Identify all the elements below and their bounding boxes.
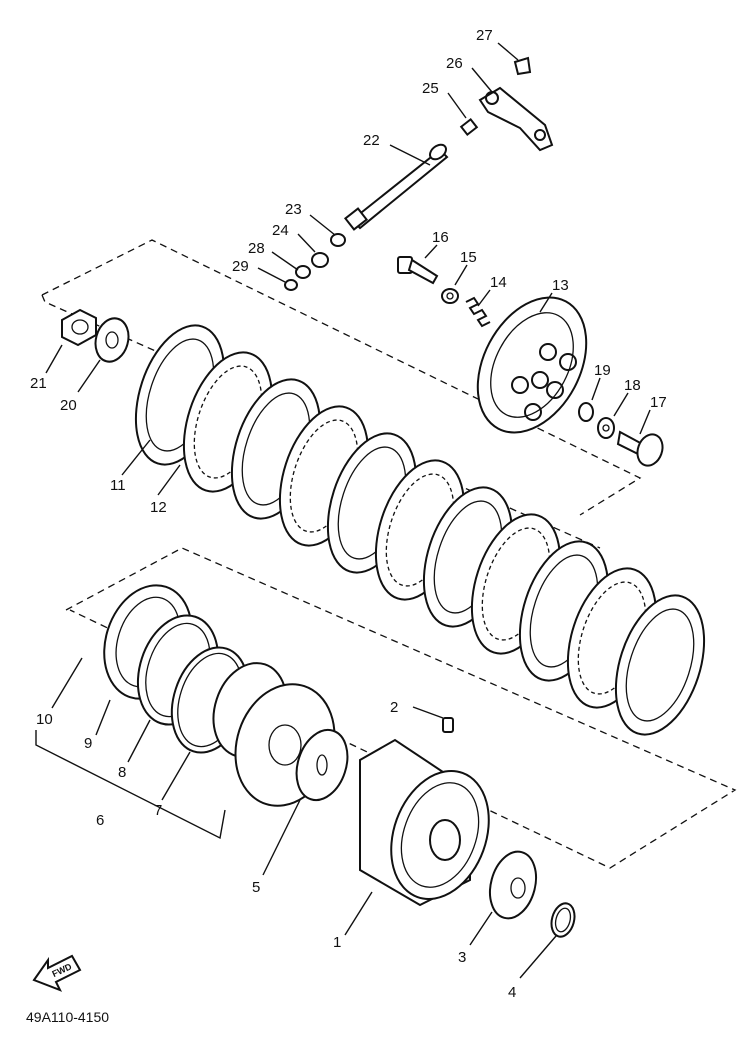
clutch-plate-stack bbox=[134, 324, 706, 736]
lever-arm bbox=[478, 56, 554, 152]
callout-20: 20 bbox=[60, 397, 77, 414]
callout-6: 6 bbox=[96, 812, 104, 829]
callout-11: 11 bbox=[110, 477, 126, 494]
callout-10: 10 bbox=[36, 711, 53, 728]
bolt-spring-washer bbox=[397, 256, 491, 328]
callout-17: 17 bbox=[650, 394, 667, 411]
primary-driven-gear-housing bbox=[359, 717, 490, 907]
callout-14: 14 bbox=[490, 274, 507, 291]
callout-2: 2 bbox=[390, 699, 398, 716]
primary-drive-gear bbox=[488, 850, 538, 920]
damper-ring-set bbox=[103, 584, 250, 754]
push-lever-shaft bbox=[343, 117, 479, 231]
callout-16: 16 bbox=[432, 229, 449, 246]
circlip bbox=[550, 902, 576, 938]
drawing-code: 49A110-4150 bbox=[26, 1009, 109, 1025]
callout-25: 25 bbox=[422, 80, 439, 97]
friction-plate bbox=[614, 594, 706, 736]
callout-12: 12 bbox=[150, 499, 167, 516]
callout-4: 4 bbox=[508, 984, 516, 1001]
callout-13: 13 bbox=[552, 277, 569, 294]
callout-8: 8 bbox=[118, 764, 126, 781]
forward-arrow-icon: FWD bbox=[32, 954, 82, 992]
callout-3: 3 bbox=[458, 949, 466, 966]
callout-21: 21 bbox=[30, 375, 47, 392]
callout-1: 1 bbox=[333, 934, 341, 951]
upper-group-frame bbox=[41, 239, 642, 516]
clutch-screw-parts bbox=[578, 402, 664, 467]
callout-5: 5 bbox=[252, 879, 260, 896]
thrust-washer bbox=[295, 728, 349, 802]
nut-and-lock-washer bbox=[61, 308, 130, 363]
callout-labels: 1 2 3 4 5 6 7 8 9 10 11 12 13 14 15 16 1… bbox=[30, 27, 667, 1001]
callout-26: 26 bbox=[446, 55, 463, 72]
callout-29: 29 bbox=[232, 258, 249, 275]
clutch-boss bbox=[212, 662, 336, 807]
leader-lines bbox=[45, 42, 651, 979]
kit-bracket bbox=[35, 730, 226, 840]
callout-27: 27 bbox=[476, 27, 493, 44]
callout-7: 7 bbox=[154, 802, 162, 819]
callout-15: 15 bbox=[460, 249, 477, 266]
callout-24: 24 bbox=[272, 222, 289, 239]
callout-28: 28 bbox=[248, 240, 265, 257]
small-washers-23-29 bbox=[284, 233, 346, 291]
callout-22: 22 bbox=[363, 132, 380, 149]
callout-18: 18 bbox=[624, 377, 641, 394]
pressure-plate bbox=[476, 296, 588, 434]
callout-19: 19 bbox=[594, 362, 611, 379]
plate-inner-teeth bbox=[625, 608, 695, 722]
callout-9: 9 bbox=[84, 735, 92, 752]
callout-23: 23 bbox=[285, 201, 302, 218]
